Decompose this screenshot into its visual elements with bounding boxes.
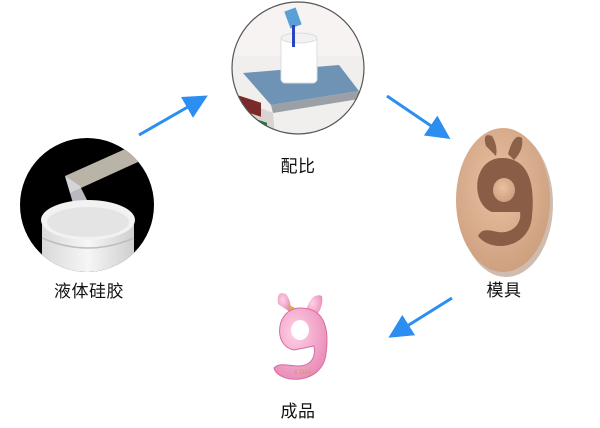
pink-number-nine-image: 1 Day	[273, 293, 328, 380]
step-liquid-silicone	[20, 138, 154, 272]
step-label-proportioning: 配比	[280, 157, 316, 177]
liquid-silicone-jar-image	[20, 138, 154, 272]
weighing-scale-image	[231, 1, 365, 135]
silicone-mold-image	[456, 128, 553, 277]
arrow-mold-to-product	[388, 296, 453, 338]
step-label-finished-product: 成品	[280, 402, 316, 422]
step-finished-product: 1 Day	[266, 290, 332, 386]
step-label-liquid-silicone: 液体硅胶	[54, 282, 124, 302]
arrow-silicone-to-proportioning	[138, 95, 208, 137]
step-label-mold: 模具	[486, 281, 522, 301]
step-mold	[452, 124, 556, 280]
arrow-proportioning-to-mold	[386, 94, 451, 140]
step-proportioning	[231, 1, 365, 135]
svg-text:1 Day: 1 Day	[294, 369, 312, 376]
